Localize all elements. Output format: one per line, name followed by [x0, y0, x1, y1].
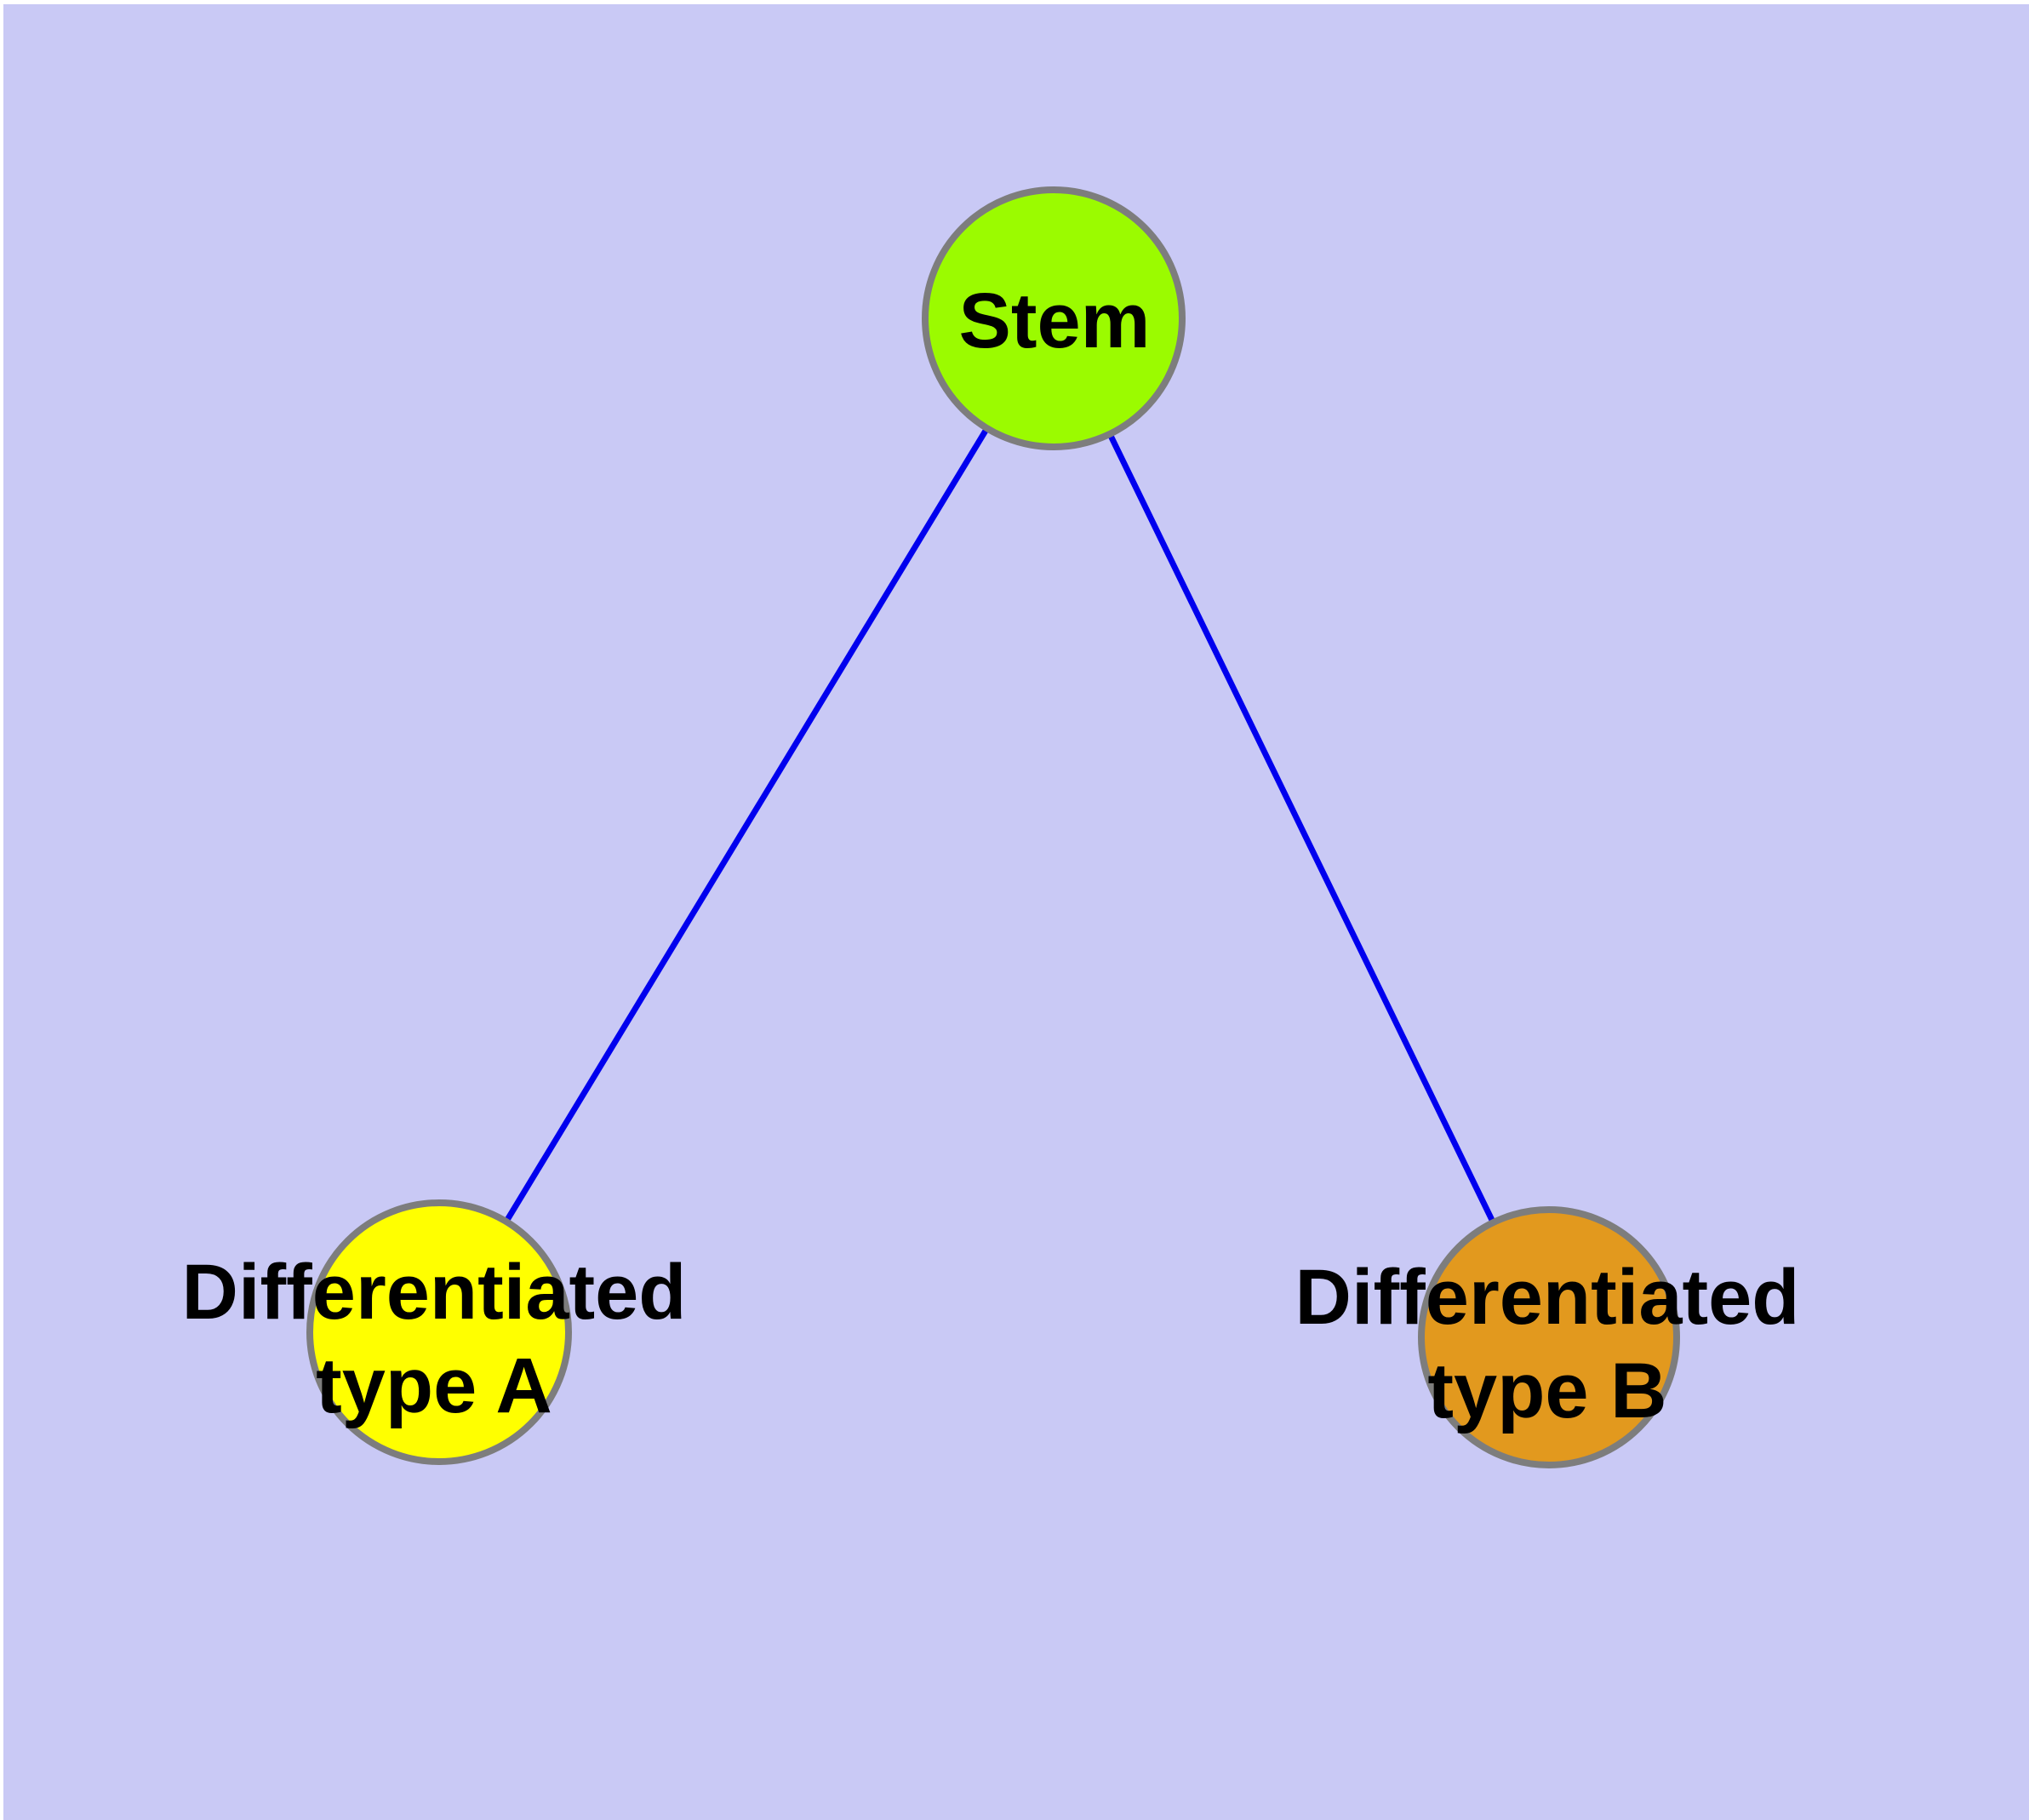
node-type-a-label-line1: Differentiated: [182, 1249, 687, 1336]
node-type-b-label-line1: Differentiated: [1295, 1254, 1800, 1341]
node-type-b-label-line2: type B: [1427, 1348, 1666, 1434]
edge-stem-to-type-a: [437, 317, 1056, 1334]
node-type-a: [306, 1199, 572, 1465]
node-type-a-label-line2: type A: [316, 1342, 552, 1429]
edge-stem-to-type-b: [1050, 317, 1552, 1339]
node-stem-label: Stem: [959, 278, 1151, 364]
node-type-b: [1418, 1206, 1680, 1468]
node-stem: [922, 186, 1186, 450]
